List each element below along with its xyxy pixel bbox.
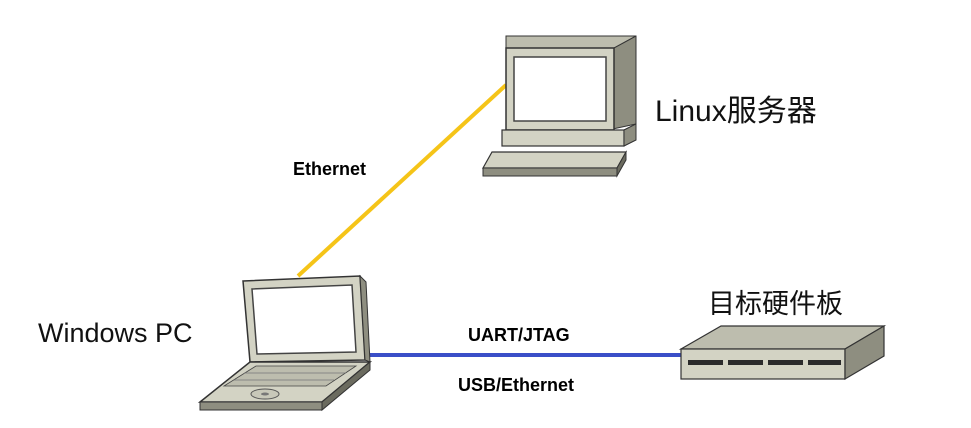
linux-server-label: Linux服务器 <box>655 95 817 128</box>
uart-jtag-link-label: UART/JTAG <box>468 325 570 345</box>
target-board-label: 目标硬件板 <box>708 289 843 320</box>
usb-ethernet-link-label: USB/Ethernet <box>458 375 575 395</box>
windows-pc-label: Windows PC <box>38 318 193 348</box>
laptop-icon <box>197 274 373 412</box>
ethernet-link-label: Ethernet <box>293 159 367 179</box>
ethernet-link-line <box>296 83 508 278</box>
hardware-board-icon <box>678 324 887 381</box>
desktop-computer-icon <box>481 35 637 178</box>
